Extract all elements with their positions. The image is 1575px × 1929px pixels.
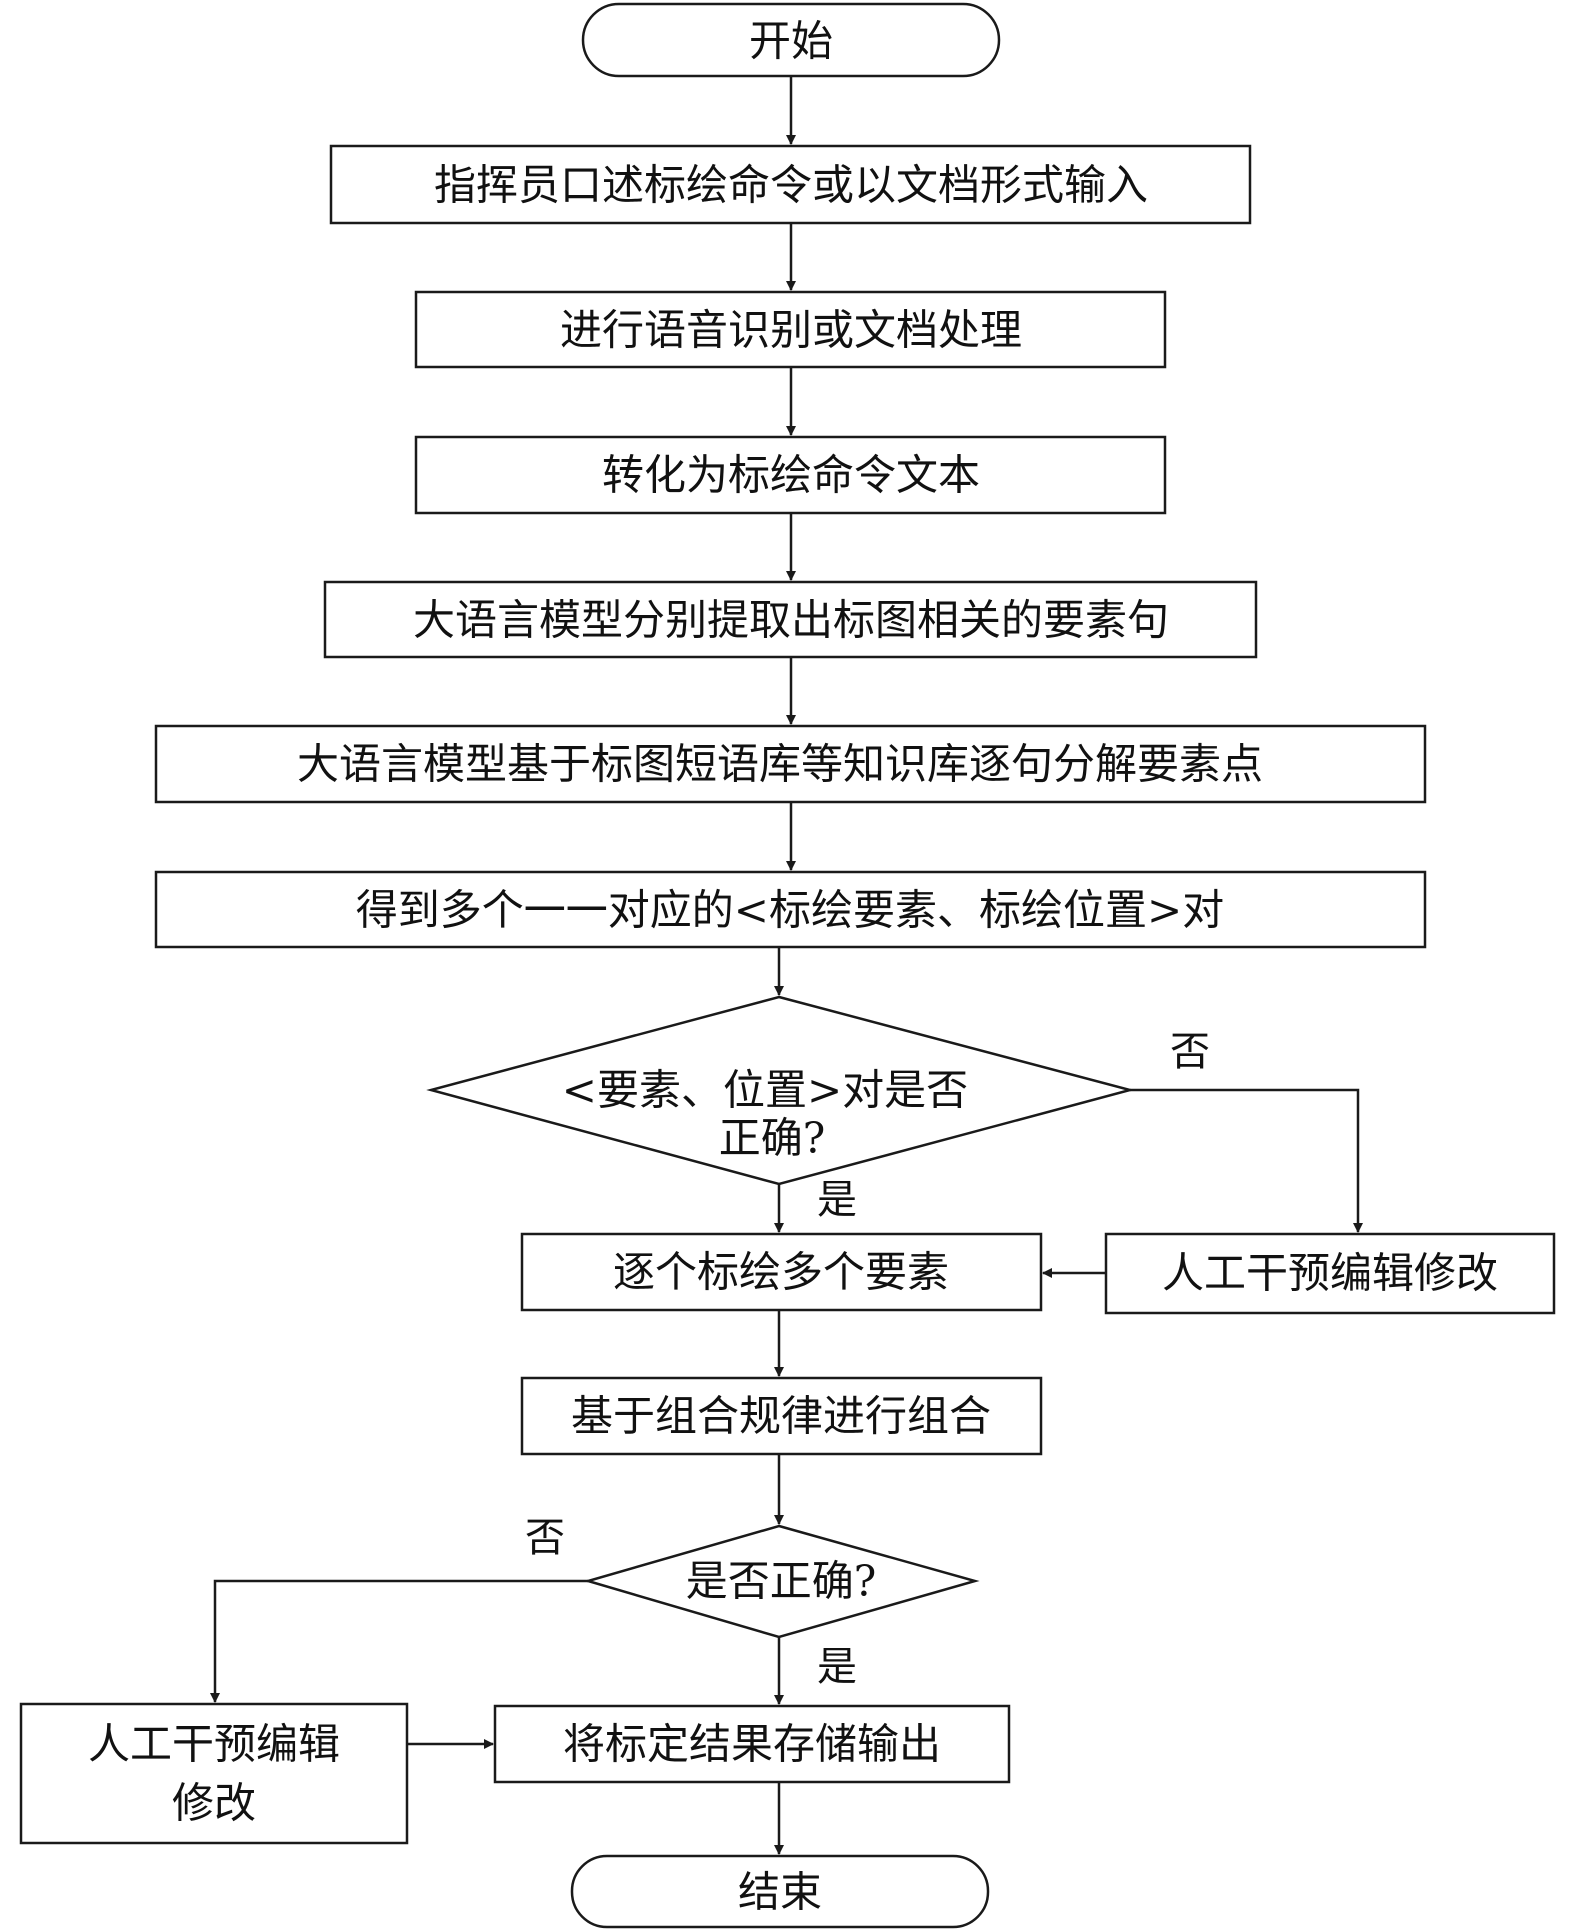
step1-node: 指挥员口述标绘命令或以文档形式输入 (329, 144, 1252, 225)
step3-label: 转化为标绘命令文本 (602, 451, 980, 500)
arrow-decision2-no (210, 1579, 588, 1703)
step6-label: 得到多个一一对应的<标绘要素、标绘位置>对 (356, 886, 1224, 935)
decision2-yes-label: 是 (817, 1644, 857, 1690)
decision1-yes-label: 是 (817, 1177, 857, 1223)
step5-label: 大语言模型基于标图短语库等知识库逐句分解要素点 (297, 740, 1263, 789)
step5-node: 大语言模型基于标图短语库等知识库逐句分解要素点 (154, 724, 1427, 804)
step6-box (154, 870, 1427, 949)
step6-node: 得到多个一一对应的<标绘要素、标绘位置>对 (154, 870, 1427, 949)
end-node: 结束 (570, 1854, 990, 1929)
step9-box (493, 1704, 1011, 1784)
decision2-label: 是否正确? (686, 1557, 877, 1606)
start-node: 开始 (581, 2, 1001, 78)
step4-box (323, 580, 1258, 659)
manual1-node: 人工干预编辑修改 (1104, 1232, 1556, 1315)
step7-node: 逐个标绘多个要素 (520, 1232, 1043, 1312)
step1-box (329, 144, 1252, 225)
step9-node: 将标定结果存储输出 (493, 1704, 1011, 1784)
step8-box (520, 1376, 1043, 1456)
step3-box (414, 435, 1167, 515)
manual2-label-line2: 修改 (172, 1779, 256, 1828)
step3-node: 转化为标绘命令文本 (414, 435, 1167, 515)
decision1-label-line2: 正确? (719, 1114, 826, 1163)
decision1-diamond (426, 995, 1135, 1186)
step8-node: 基于组合规律进行组合 (520, 1376, 1043, 1456)
decision2-diamond (583, 1524, 980, 1639)
step7-box (520, 1232, 1043, 1312)
step4-node: 大语言模型分别提取出标图相关的要素句 (323, 580, 1258, 659)
step5-box (154, 724, 1427, 804)
step4-label: 大语言模型分别提取出标图相关的要素句 (413, 596, 1169, 645)
manual2-label-line1: 人工干预编辑 (88, 1720, 340, 1769)
start-terminal (581, 2, 1001, 78)
manual2-node: 人工干预编辑 修改 (19, 1702, 409, 1845)
end-label: 结束 (738, 1868, 822, 1917)
manual1-box (1104, 1232, 1556, 1315)
connectors (210, 76, 1363, 1855)
start-label: 开始 (749, 17, 833, 66)
step2-label: 进行语音识别或文档处理 (560, 306, 1022, 355)
end-terminal (570, 1854, 990, 1929)
arrow-decision1-no (1130, 1088, 1363, 1233)
decision1-label-line1: <要素、位置>对是否 (562, 1066, 968, 1115)
step8-label: 基于组合规律进行组合 (571, 1392, 991, 1441)
step2-node: 进行语音识别或文档处理 (414, 290, 1167, 369)
decision1-node: <要素、位置>对是否 正确? (426, 995, 1135, 1186)
step9-label: 将标定结果存储输出 (563, 1720, 941, 1769)
manual1-label: 人工干预编辑修改 (1162, 1249, 1498, 1298)
decision1-no-label: 否 (1170, 1029, 1210, 1075)
step1-label: 指挥员口述标绘命令或以文档形式输入 (434, 161, 1148, 210)
decision2-no-label: 否 (525, 1515, 565, 1561)
step7-label: 逐个标绘多个要素 (613, 1248, 949, 1297)
step2-box (414, 290, 1167, 369)
decision2-node: 是否正确? (583, 1524, 980, 1639)
manual2-box (19, 1702, 409, 1845)
